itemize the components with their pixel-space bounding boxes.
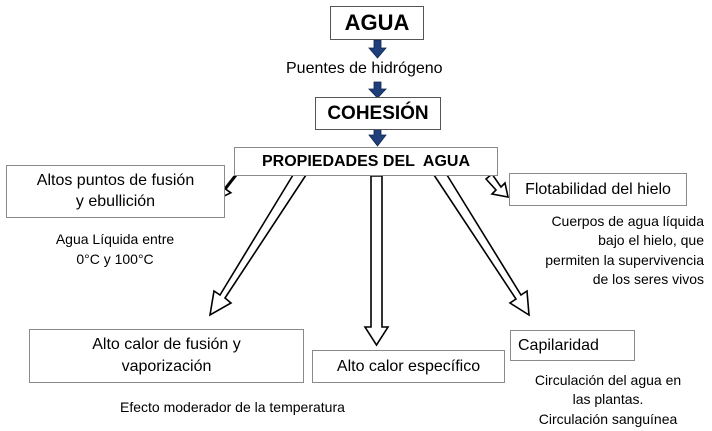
note-circulacion: Circulación del agua en las plantas. Cir… [518, 371, 698, 429]
node-cohesion-label: COHESIÓN [327, 102, 429, 124]
note-circulacion-line3: Circulación sanguínea [538, 410, 678, 427]
arrow-to-alto-calor-fusion [208, 174, 308, 317]
node-capilaridad: Capilaridad [510, 330, 635, 361]
note-cuerpos-line1: Cuerpos de agua líquida [551, 213, 704, 229]
altos-puntos-line1: Altos puntos de fusión [36, 171, 195, 189]
arrow-to-flotabilidad [484, 172, 510, 199]
node-altos-puntos-de-fusion: Altos puntos de fusión y ebullición [6, 165, 225, 218]
arrow-agua-to-puentes [368, 39, 387, 59]
node-flotabilidad-del-hielo: Flotabilidad del hielo [509, 173, 687, 206]
node-flotabilidad-label: Flotabilidad del hielo [525, 180, 671, 198]
node-capilaridad-label: Capilaridad [518, 336, 599, 354]
note-efecto-moderador: Efecto moderador de la temperatura [120, 399, 345, 415]
node-alto-calor-especifico: Alto calor específico [312, 350, 505, 383]
altos-puntos-line2: y ebullición [75, 192, 156, 210]
arrow-puentes-to-cohesion [368, 81, 387, 99]
node-alto-calor-de-fusion: Alto calor de fusión y vaporización [29, 329, 304, 383]
note-circulacion-line1: Circulación del agua en [534, 372, 682, 388]
node-cohesion: COHESIÓN [315, 97, 441, 130]
note-agua-liquida-line2: 0°C y 100°C [76, 250, 154, 267]
arrow-to-alto-calor-especifico [363, 175, 390, 347]
note-agua-liquida: Agua Líquida entre 0°C y 100°C [20, 230, 210, 269]
alto-calor-fusion-line2: vaporización [121, 358, 212, 375]
note-cuerpos-de-agua: Cuerpos de agua líquida bajo el hielo, q… [506, 212, 704, 289]
node-alto-calor-especifico-label: Alto calor específico [336, 357, 481, 375]
node-propiedades-del-agua: PROPIEDADES DEL AGUA [234, 147, 498, 176]
node-agua: AGUA [330, 6, 424, 40]
alto-calor-fusion-line1: Alto calor de fusión y [92, 336, 241, 354]
note-agua-liquida-line1: Agua Líquida entre [55, 231, 175, 247]
note-cuerpos-line2: bajo el hielo, que [598, 232, 704, 249]
note-cuerpos-line4: de los seres vivos [592, 270, 704, 287]
node-agua-label: AGUA [344, 10, 410, 35]
note-cuerpos-line3: permiten la supervivencia [545, 251, 704, 268]
arrow-to-capilaridad [432, 174, 530, 317]
note-circulacion-line2: las plantas. [572, 391, 644, 408]
node-propiedades-label: PROPIEDADES DEL AGUA [261, 152, 471, 170]
node-puentes-de-hidrogeno: Puentes de hidrógeno [286, 60, 443, 77]
